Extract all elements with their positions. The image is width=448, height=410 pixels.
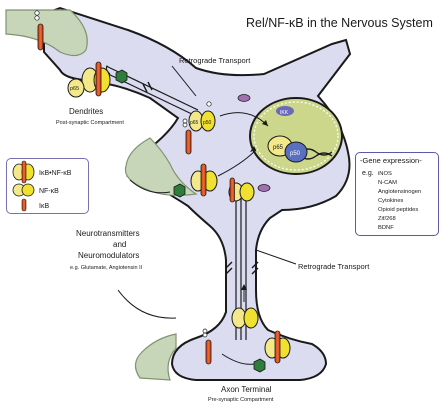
arrow-axon-terminal xyxy=(221,353,255,365)
arrow-axon-neuro xyxy=(117,289,177,319)
dendrite-ikb-nfkb-complex xyxy=(81,61,111,97)
gene-expression-content: -Gene expression- e.g. iNOS N-CAM Angiot… xyxy=(360,156,422,231)
gene-item: BDNF xyxy=(378,225,394,231)
nucleus-p65-label: p65 xyxy=(273,145,284,151)
retrograde-top-label: Retrograde Transport xyxy=(179,56,251,65)
mid-synaptic-terminal xyxy=(124,137,198,196)
gene-item: Angiotensinogen xyxy=(378,189,421,195)
gene-expression-box: -Gene expression- e.g. iNOS N-CAM Angiot… xyxy=(355,152,439,236)
gene-item: Cytokines xyxy=(378,198,404,204)
diagram-title: Rel/NF-κB in the Nervous System xyxy=(246,16,433,30)
gene-eg-label: e.g. xyxy=(362,170,374,177)
svg-text:p50: p50 xyxy=(203,120,212,126)
top-synaptic-terminal xyxy=(5,9,88,57)
soma-phospho-top xyxy=(237,94,251,102)
soma-phospho-right xyxy=(257,184,271,192)
legend-icons: IκB•NF-κB NF-κB IκB xyxy=(12,160,72,212)
soma-lower-complex xyxy=(190,163,218,197)
neuro-label-3: Neuromodulators xyxy=(78,251,139,260)
legend-icon-nfkb xyxy=(12,183,35,197)
dendrites-sub-label: Post-synaptic Compartment xyxy=(56,120,124,126)
nucleus-ikk-label: IKK xyxy=(280,110,289,116)
axon-terminal-label: Axon Terminal xyxy=(221,385,272,394)
legend-box: IκB•NF-κB NF-κB IκB xyxy=(6,158,89,214)
arrow-retrograde-top xyxy=(171,65,197,97)
axon-ikb-free xyxy=(202,328,212,365)
arrow-neuro-to-soma xyxy=(129,179,171,194)
axon-break-2 xyxy=(225,267,233,275)
dendrite-ikb-free xyxy=(34,10,44,51)
gene-item: iNOS xyxy=(378,171,392,177)
bottom-synaptic-terminal xyxy=(134,333,177,381)
arrowhead-axon-up xyxy=(241,284,247,290)
nucleus-p50-label: p50 xyxy=(290,151,301,157)
neuro-label-2: and xyxy=(113,240,126,249)
gene-item: Zif/268 xyxy=(378,216,396,222)
legend-icon-ikb xyxy=(21,198,27,212)
nucleus-ikk xyxy=(276,106,294,116)
arrow-retrograde-bottom xyxy=(255,249,297,265)
gene-item: Opioid peptides xyxy=(378,207,418,213)
neuro-example-label: e.g. Glutamate, Angiotensin II xyxy=(70,265,143,271)
soma-ikb-free-left xyxy=(182,118,192,155)
legend-icon-complex xyxy=(12,160,35,184)
dendrites-label: Dendrites xyxy=(69,107,103,116)
arrowhead-soma-to-nucleus xyxy=(262,120,268,126)
axon-break-4 xyxy=(251,267,259,275)
axon-break-1 xyxy=(225,261,233,269)
axon-ikk-hexagon xyxy=(253,358,266,373)
soma-right-complex xyxy=(228,177,255,203)
arrowhead-lower-to-nucleus xyxy=(250,146,256,152)
gene-expression-title: -Gene expression- xyxy=(360,156,422,165)
dendrite-break-1 xyxy=(142,83,148,93)
nucleus xyxy=(249,97,343,175)
axon-break-3 xyxy=(251,261,259,269)
legend-label-ikb: IκB xyxy=(39,203,49,210)
axon-terminal-sub-label: Pre-synaptic Compartment xyxy=(208,397,274,403)
retrograde-bottom-label: Retrograde Transport xyxy=(298,262,370,271)
axon-terminal-complex xyxy=(264,330,291,364)
legend-label-complex: IκB•NF-κB xyxy=(39,170,72,177)
dendrite-p65-p50-pair: p65 xyxy=(67,78,85,98)
svg-text:p65: p65 xyxy=(70,86,79,92)
arrow-lower-to-nucleus xyxy=(217,149,257,177)
dendrite-ikk-hexagon xyxy=(115,69,128,84)
arrow-dendrite-ikk xyxy=(105,65,111,75)
dendrite-break-2 xyxy=(147,81,153,91)
neuro-label-1: Neurotransmitters xyxy=(76,229,140,238)
nucleus-p50 xyxy=(284,141,308,163)
gene-item: N-CAM xyxy=(378,180,397,186)
soma-ikb-nfkb-complex: p65 p50 xyxy=(188,101,216,132)
svg-text:p65: p65 xyxy=(190,120,199,126)
axon-nfkb-pair xyxy=(231,307,259,329)
nucleus-inner-membrane xyxy=(253,101,339,171)
soma-ikk-hexagon xyxy=(173,183,186,198)
legend-label-nfkb: NF-κB xyxy=(39,188,59,195)
